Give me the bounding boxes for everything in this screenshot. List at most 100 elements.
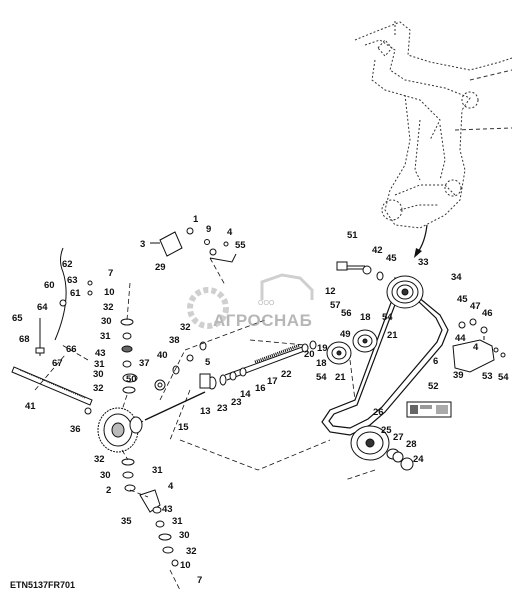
callout-63: 63 (67, 275, 78, 286)
callout-4c: 4 (473, 342, 479, 353)
leader-arrow (417, 224, 428, 253)
callout-37: 37 (139, 358, 150, 369)
callout-32e: 32 (180, 322, 191, 333)
callout-7b: 7 (197, 575, 202, 586)
callout-56: 56 (341, 308, 352, 319)
bracket-39 (452, 318, 506, 373)
callout-68: 68 (19, 334, 30, 345)
callout-34: 34 (451, 272, 462, 283)
stack-upper (120, 318, 138, 394)
callout-45b: 45 (457, 294, 468, 305)
cable-61 (54, 247, 67, 341)
callout-44: 44 (455, 333, 466, 344)
callout-19: 19 (317, 343, 328, 354)
callout-35: 35 (121, 516, 132, 527)
document-reference: ETN5137FR701 (10, 580, 76, 590)
callout-12: 12 (325, 286, 336, 297)
callout-67: 67 (52, 358, 63, 369)
callout-55: 55 (235, 240, 246, 251)
callout-43b: 43 (162, 504, 173, 515)
part-64 (59, 299, 67, 307)
callout-21: 21 (387, 330, 398, 341)
callout-29: 29 (155, 262, 166, 273)
callout-52: 52 (428, 381, 439, 392)
belt-routing-decal-icon (406, 401, 452, 418)
watermark: ООО АГРОСНАБ (187, 273, 314, 330)
callout-32: 32 (103, 302, 114, 313)
callout-49: 49 (340, 329, 351, 340)
callout-53: 53 (482, 371, 493, 382)
watermark-prefix: ООО (258, 300, 275, 307)
callout-23b: 23 (231, 397, 242, 408)
callout-31c: 31 (152, 465, 163, 476)
watermark-brand: АГРОСНАБ (213, 311, 312, 330)
callout-18b: 18 (316, 358, 327, 369)
callout-50: 50 (126, 374, 137, 385)
stack-lower (121, 458, 179, 567)
callout-24: 24 (413, 454, 424, 465)
shaft-41 (11, 366, 93, 415)
callout-45: 45 (386, 253, 397, 264)
callout-10b: 10 (180, 560, 191, 571)
callout-10: 10 (104, 287, 115, 298)
callout-27: 27 (393, 432, 404, 443)
callout-4b: 4 (168, 481, 174, 492)
callout-40: 40 (157, 350, 168, 361)
callout-31: 31 (100, 331, 111, 342)
callout-30: 30 (101, 316, 112, 327)
callout-20: 20 (304, 349, 315, 360)
callout-26: 26 (373, 407, 384, 418)
callout-60: 60 (44, 280, 55, 291)
sprocket-icon (97, 407, 143, 453)
arrow-head-icon (414, 248, 422, 258)
callout-54b: 54 (316, 372, 327, 383)
lower-pulley (350, 425, 414, 471)
callout-54c: 54 (498, 372, 509, 383)
frame-assembly-icon (354, 20, 513, 229)
callout-57: 57 (330, 300, 341, 311)
alignment-lines (34, 257, 376, 591)
callout-13: 13 (200, 406, 211, 417)
callout-61: 61 (70, 288, 81, 299)
callout-32c: 32 (94, 454, 105, 465)
callout-31b: 31 (94, 359, 105, 370)
callout-5: 5 (205, 357, 211, 368)
callout-39: 39 (453, 370, 464, 381)
callout-65: 65 (12, 313, 23, 324)
pulley-idler-2 (352, 329, 378, 353)
bracket-29 (150, 227, 237, 263)
callout-18: 18 (360, 312, 371, 323)
callout-21b: 21 (335, 372, 346, 383)
callout-47: 47 (470, 301, 481, 312)
callout-43: 43 (95, 348, 106, 359)
washers-center (154, 341, 207, 391)
callout-16: 16 (255, 383, 266, 394)
callout-15: 15 (178, 422, 189, 433)
callout-3: 3 (140, 239, 145, 250)
callout-2: 2 (106, 485, 111, 496)
callout-9: 9 (206, 224, 211, 235)
callout-30d: 30 (179, 530, 190, 541)
callout-30c: 30 (100, 470, 111, 481)
callout-4: 4 (227, 227, 233, 238)
callout-17: 17 (267, 376, 278, 387)
callout-32b: 32 (93, 383, 104, 394)
callout-7: 7 (108, 268, 113, 279)
pulley-idler-1 (326, 341, 352, 365)
callout-62: 62 (62, 259, 73, 270)
callout-1: 1 (193, 214, 199, 225)
pulley-icon (386, 275, 424, 309)
callout-42: 42 (372, 245, 383, 256)
rod-15 (144, 391, 206, 421)
callout-36: 36 (70, 424, 81, 435)
callout-31d: 31 (172, 516, 183, 527)
callout-22: 22 (281, 369, 292, 380)
callout-41: 41 (25, 401, 36, 412)
callout-66: 66 (66, 344, 77, 355)
callout-64: 64 (37, 302, 48, 313)
callout-33: 33 (418, 257, 429, 268)
callout-54: 54 (382, 312, 393, 323)
callout-51: 51 (347, 230, 358, 241)
callout-14: 14 (240, 389, 251, 400)
